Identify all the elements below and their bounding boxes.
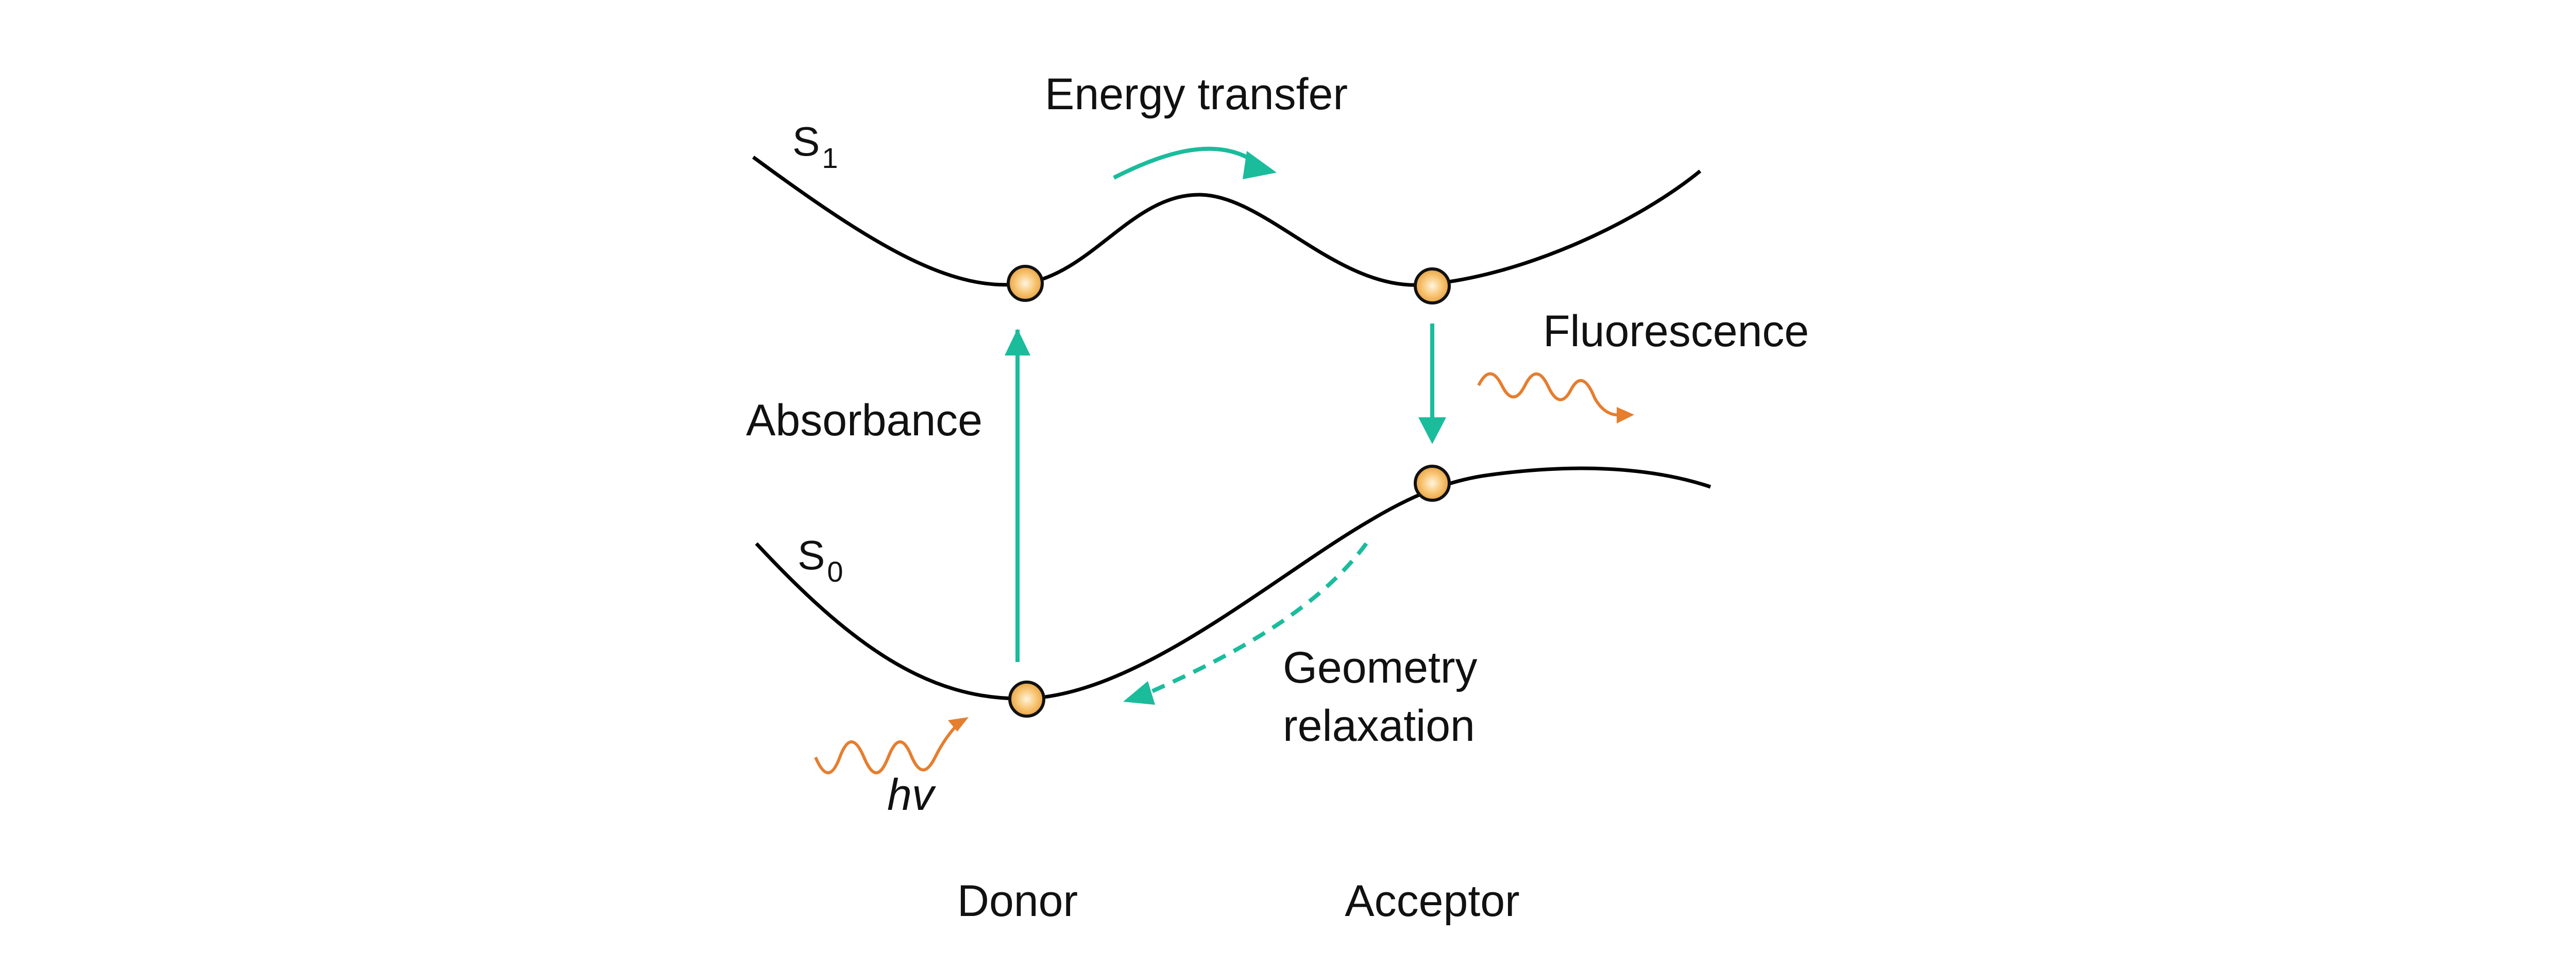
s0-label: S0 <box>798 532 843 588</box>
absorbance-label: Absorbance <box>746 396 982 445</box>
fluorescence-label: Fluorescence <box>1543 307 1809 356</box>
relaxation-label: relaxation <box>1283 701 1475 751</box>
energy-transfer-label: Energy transfer <box>1045 70 1348 119</box>
photon-wave-icon <box>814 717 969 774</box>
acceptor-label: Acceptor <box>1345 876 1519 926</box>
s1-curve <box>752 156 1702 287</box>
absorbance-arrowhead <box>1005 329 1030 355</box>
donor-s0-dot <box>1008 681 1045 718</box>
fluorescence-arrowhead <box>1418 417 1446 444</box>
geometry-relaxation-arrow <box>1144 542 1368 697</box>
acceptor-s1-dot <box>1414 267 1451 304</box>
energy-transfer-arrow <box>1113 146 1248 180</box>
s0-curve <box>755 466 1711 701</box>
donor-s1-dot <box>1007 265 1044 302</box>
energy-transfer-arrowhead <box>1243 151 1277 179</box>
donor-label: Donor <box>957 876 1078 926</box>
emission-wave-icon <box>1477 372 1634 423</box>
s1-label: S1 <box>792 118 838 174</box>
acceptor-s0-dot <box>1414 465 1451 502</box>
hv-label: hv <box>887 770 937 820</box>
geometry-relaxation-arrowhead <box>1123 681 1155 705</box>
geometry-label: Geometry <box>1283 643 1478 692</box>
